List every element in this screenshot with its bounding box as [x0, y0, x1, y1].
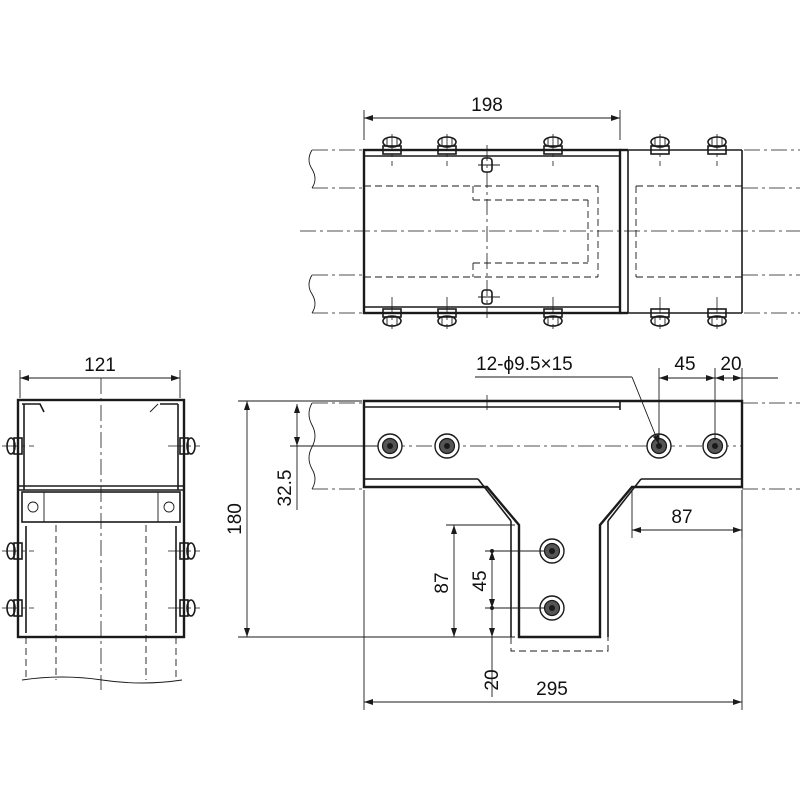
- slot-top: [478, 157, 500, 173]
- side-view-bolts: [2, 437, 200, 617]
- slot-bottom: [478, 289, 500, 305]
- dim-45-20-top: 45 20: [658, 354, 778, 440]
- dim-20-branch: 20: [482, 608, 503, 697]
- hole-spec-label: 12-ϕ9.5×15: [476, 354, 573, 375]
- dim-label-32-5: 32.5: [275, 470, 296, 507]
- bolt-side-icon: [382, 297, 402, 329]
- dim-label-295: 295: [536, 679, 568, 700]
- dim-87-right: 87: [631, 490, 743, 538]
- bolt-side-icon: [437, 134, 457, 166]
- dim-32-5: 32.5: [275, 404, 378, 510]
- dim-label-87-right: 87: [671, 507, 692, 528]
- dim-87-left: 87: [432, 524, 515, 637]
- bolt-side-icon: [2, 599, 34, 617]
- bolt-side-icon: [650, 134, 670, 166]
- dim-label-20-top: 20: [720, 354, 741, 375]
- dim-121: 121: [19, 355, 181, 398]
- bolt-side-icon: [543, 297, 563, 329]
- bolt-hole-icon: [434, 433, 460, 459]
- dim-label-20-branch: 20: [482, 669, 503, 690]
- dim-45-branch: 45: [470, 549, 545, 610]
- dim-180: 180: [225, 400, 515, 638]
- dim-label-180: 180: [225, 503, 246, 535]
- bolt-hole-icon: [377, 433, 403, 459]
- bolt-side-icon: [707, 134, 727, 166]
- top-view: 198: [300, 95, 800, 329]
- dim-label-87-left: 87: [432, 572, 453, 593]
- bolt-side-icon: [437, 297, 457, 329]
- bolt-side-icon: [168, 542, 200, 560]
- top-view-bolts: [382, 134, 727, 329]
- hole-spec-leader: 12-ϕ9.5×15: [475, 354, 660, 445]
- dim-label-198: 198: [471, 95, 503, 116]
- bolt-side-icon: [2, 437, 34, 455]
- dim-label-45-top: 45: [674, 354, 695, 375]
- bolt-hole-icon: [539, 595, 565, 621]
- bolt-side-icon: [382, 134, 402, 166]
- bolt-side-icon: [168, 437, 200, 455]
- bolt-side-icon: [168, 599, 200, 617]
- front-view: 180 32.5 12-ϕ9.5×15 45 20: [225, 354, 800, 710]
- dim-198: 198: [363, 95, 621, 140]
- dim-295: 295: [363, 490, 743, 710]
- front-view-holes: [377, 433, 728, 621]
- bolt-side-icon: [543, 134, 563, 166]
- bolt-side-icon: [650, 297, 670, 329]
- side-view: 121: [2, 355, 200, 690]
- dim-label-121: 121: [84, 355, 116, 376]
- bolt-side-icon: [707, 297, 727, 329]
- bolt-side-icon: [2, 542, 34, 560]
- dim-label-45-branch: 45: [470, 570, 491, 591]
- bolt-hole-icon: [539, 538, 565, 564]
